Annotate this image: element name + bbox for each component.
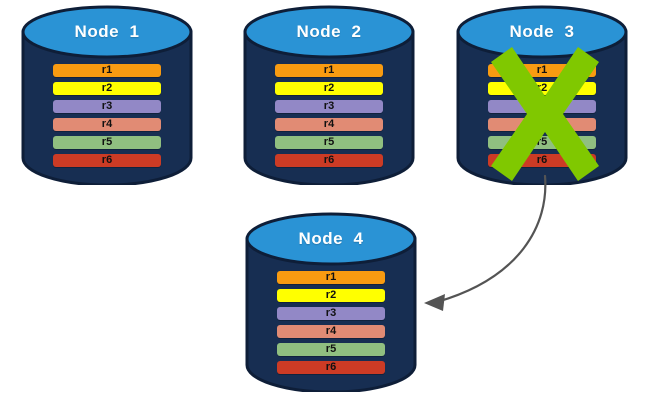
row-label: r2	[323, 82, 335, 94]
row-label: r4	[325, 325, 337, 337]
row-label: r2	[536, 82, 548, 94]
table-row[interactable]: r1	[488, 64, 596, 77]
table-row[interactable]: r6	[277, 361, 385, 374]
row-label: r6	[325, 361, 337, 373]
table-row[interactable]: r6	[275, 154, 383, 167]
row-label: r1	[323, 64, 335, 76]
table-row[interactable]: r1	[275, 64, 383, 77]
row-label: r5	[323, 136, 335, 148]
node-3-rows: r1 r2 r3 r4 r5 r6	[488, 64, 596, 167]
row-label: r5	[536, 136, 548, 148]
table-row[interactable]: r4	[275, 118, 383, 131]
row-label: r4	[323, 118, 335, 130]
node-1-rows: r1 r2 r3 r4 r5 r6	[53, 64, 161, 167]
table-row[interactable]: r4	[488, 118, 596, 131]
table-row[interactable]: r5	[275, 136, 383, 149]
table-row[interactable]: r3	[277, 307, 385, 320]
table-row[interactable]: r1	[53, 64, 161, 77]
row-label: r1	[325, 271, 337, 283]
table-row[interactable]: r4	[53, 118, 161, 131]
table-row[interactable]: r3	[53, 100, 161, 113]
table-row[interactable]: r5	[277, 343, 385, 356]
table-row[interactable]: r5	[53, 136, 161, 149]
row-label: r4	[101, 118, 113, 130]
row-label: r6	[323, 154, 335, 166]
node-1-cylinder[interactable]: Node 1 r1 r2 r3 r4 r5 r6	[21, 5, 193, 185]
table-row[interactable]: r2	[275, 82, 383, 95]
table-row[interactable]: r3	[275, 100, 383, 113]
row-label: r5	[325, 343, 337, 355]
row-label: r2	[101, 82, 113, 94]
row-label: r6	[101, 154, 113, 166]
table-row[interactable]: r6	[488, 154, 596, 167]
row-label: r5	[101, 136, 113, 148]
node-3-cylinder[interactable]: Node 3 r1 r2 r3 r4 r5 r6	[456, 5, 628, 185]
table-row[interactable]: r5	[488, 136, 596, 149]
table-row[interactable]: r2	[488, 82, 596, 95]
row-label: r4	[536, 118, 548, 130]
table-row[interactable]: r2	[277, 289, 385, 302]
row-label: r2	[325, 289, 337, 301]
node-2-rows: r1 r2 r3 r4 r5 r6	[275, 64, 383, 167]
node-4-cylinder[interactable]: Node 4 r1 r2 r3 r4 r5 r6	[245, 212, 417, 392]
row-label: r3	[325, 307, 337, 319]
row-label: r6	[536, 154, 548, 166]
row-label: r3	[323, 100, 335, 112]
row-label: r1	[101, 64, 113, 76]
table-row[interactable]: r1	[277, 271, 385, 284]
node-4-rows: r1 r2 r3 r4 r5 r6	[277, 271, 385, 374]
table-row[interactable]: r3	[488, 100, 596, 113]
row-label: r3	[101, 100, 113, 112]
table-row[interactable]: r6	[53, 154, 161, 167]
table-row[interactable]: r4	[277, 325, 385, 338]
table-row[interactable]: r2	[53, 82, 161, 95]
node-2-cylinder[interactable]: Node 2 r1 r2 r3 r4 r5 r6	[243, 5, 415, 185]
row-label: r1	[536, 64, 548, 76]
row-label: r3	[536, 100, 548, 112]
